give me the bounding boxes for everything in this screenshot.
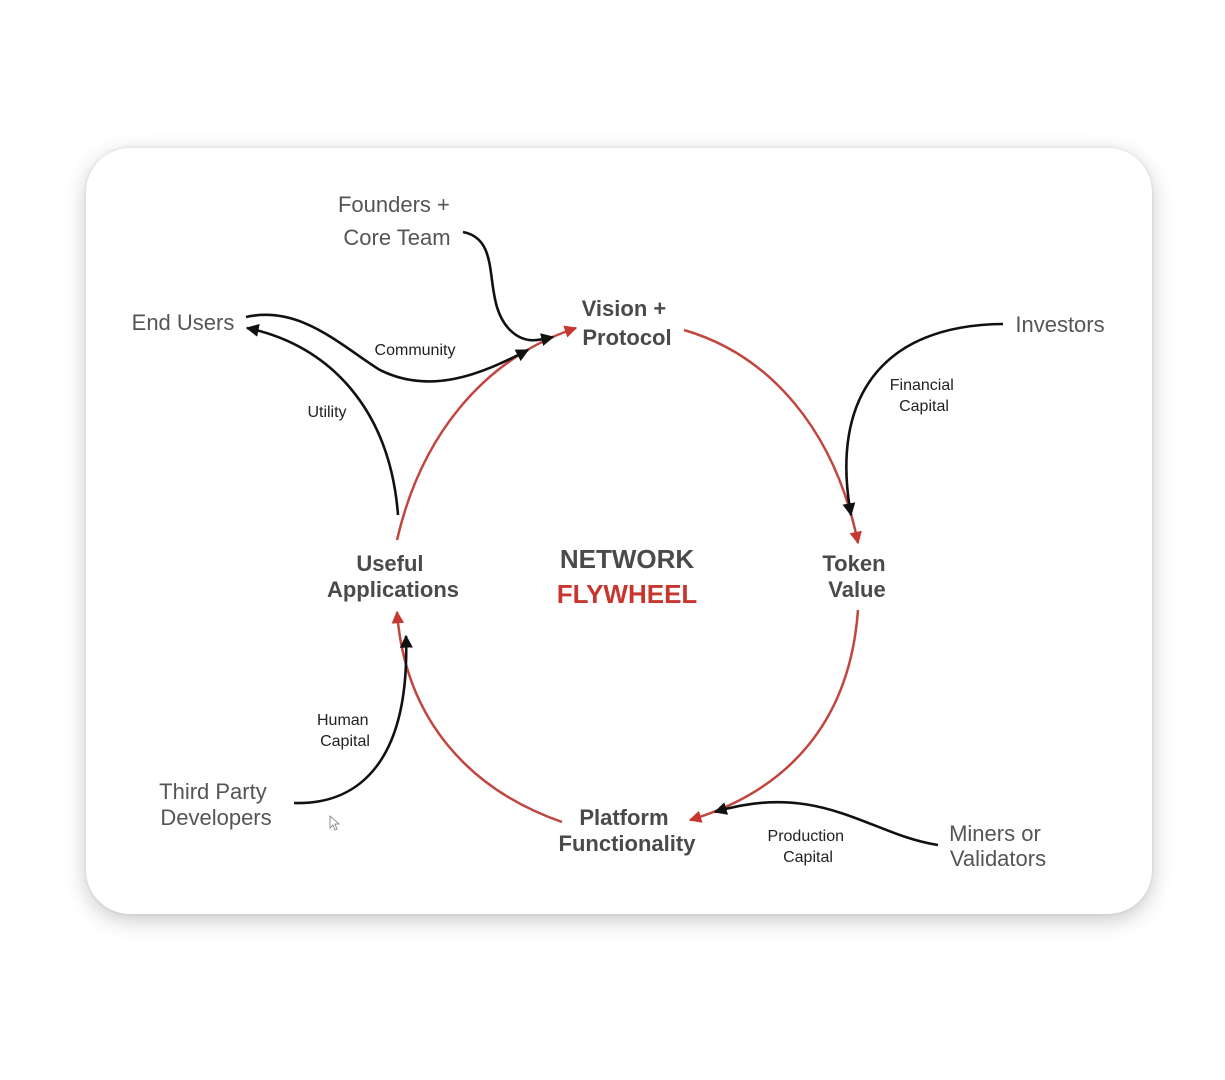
- actor-founders-core-team: Founders + Core Team: [338, 192, 456, 250]
- flywheel-title-line1: NETWORK: [560, 544, 695, 574]
- node-useful-applications: Useful Applications: [327, 551, 459, 602]
- financial-capital-arrow: [842, 322, 1004, 517]
- flow-label-financial-capital: Financial Capital: [890, 377, 958, 415]
- diagram-card: [86, 148, 1152, 914]
- actor-investors: Investors: [1015, 312, 1104, 337]
- flow-label-human-capital: Human Capital: [317, 712, 373, 750]
- production-capital-arrow: [713, 800, 939, 847]
- community-arrow: [245, 313, 530, 383]
- actor-end-users: End Users: [132, 310, 235, 335]
- cycle-arrow-vision-to-token: [683, 328, 862, 545]
- cycle-arrow-platform-to-useful: [391, 610, 563, 824]
- flywheel-title-line2: FLYWHEEL: [557, 579, 698, 609]
- human-capital-arrow: [293, 634, 413, 805]
- actor-miners-validators: Miners or Validators: [949, 821, 1047, 871]
- actor-third-party-developers: Third Party Developers: [159, 779, 273, 830]
- node-platform-functionality: Platform Functionality: [559, 805, 697, 856]
- cycle-arrow-token-to-platform: [688, 609, 860, 823]
- utility-arrow: [245, 323, 400, 516]
- node-token-value: Token Value: [822, 551, 891, 602]
- founders-arrow: [462, 230, 555, 346]
- mouse-cursor-icon: [329, 815, 341, 831]
- flow-label-utility: Utility: [307, 404, 346, 421]
- flow-label-community: Community: [375, 342, 456, 359]
- node-vision-protocol: Vision + Protocol: [582, 296, 673, 350]
- cycle-arrow-useful-to-vision: [395, 325, 578, 541]
- flow-label-production-capital: Production Capital: [768, 828, 849, 866]
